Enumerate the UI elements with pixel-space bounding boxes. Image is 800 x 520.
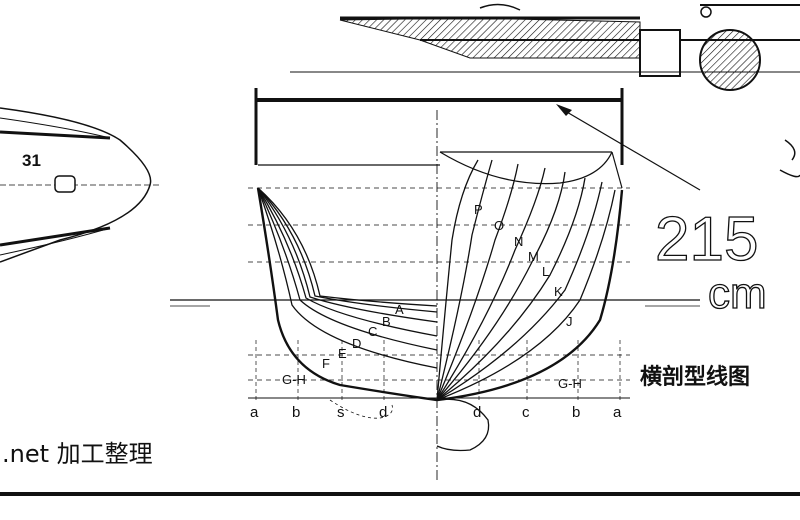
station-letter-j: J (566, 314, 573, 329)
buttock-label-right-c: c (522, 404, 530, 421)
buttock-label-right-a: a (613, 404, 622, 421)
edge-fragment (779, 139, 800, 178)
station-letter-f: F (322, 356, 330, 371)
buttock-labels: a b s d d c b a (250, 404, 622, 421)
station-letter-l: L (542, 264, 549, 279)
station-number: 31 (22, 151, 41, 170)
station-letter-o: O (494, 218, 504, 233)
forward-station-letters: P O N M L K J (474, 202, 573, 329)
station-letter-c: C (368, 324, 377, 339)
station-letter-n: N (514, 234, 523, 249)
drawing-caption: 横剖型线图 (640, 364, 750, 390)
station-letter-e: E (338, 346, 347, 361)
buttock-label-left-b: b (292, 404, 300, 421)
aft-station-letters: A B C D E F (322, 302, 404, 371)
forward-section-lines (436, 151, 624, 402)
station-letter-m: M (528, 249, 539, 264)
station-letter-b: B (382, 314, 391, 329)
half-breadth-fragment: 31 (0, 107, 160, 263)
buttock-label-left-a: a (250, 404, 259, 421)
deck-detail-fragment (339, 3, 800, 91)
dimension-value: 215 (655, 205, 758, 274)
footer-source-text: .net 加工整理 (2, 440, 153, 468)
buttock-label-left-s: s (337, 404, 345, 421)
station-letter-a: A (395, 302, 404, 317)
reference-lines (170, 71, 800, 480)
station-letter-d: D (352, 336, 361, 351)
aft-section-lines (256, 187, 490, 452)
buttock-label-right-d: d (473, 404, 481, 421)
buttock-label-right-b: b (572, 404, 580, 421)
station-letter-p: P (474, 202, 483, 217)
buttock-label-left-d: d (379, 404, 387, 421)
station-letter-k: K (554, 284, 563, 299)
dimension-unit: cm (708, 269, 767, 318)
waterline-label-right: G-H (558, 376, 582, 391)
waterline-label-left: G-H (282, 372, 306, 387)
